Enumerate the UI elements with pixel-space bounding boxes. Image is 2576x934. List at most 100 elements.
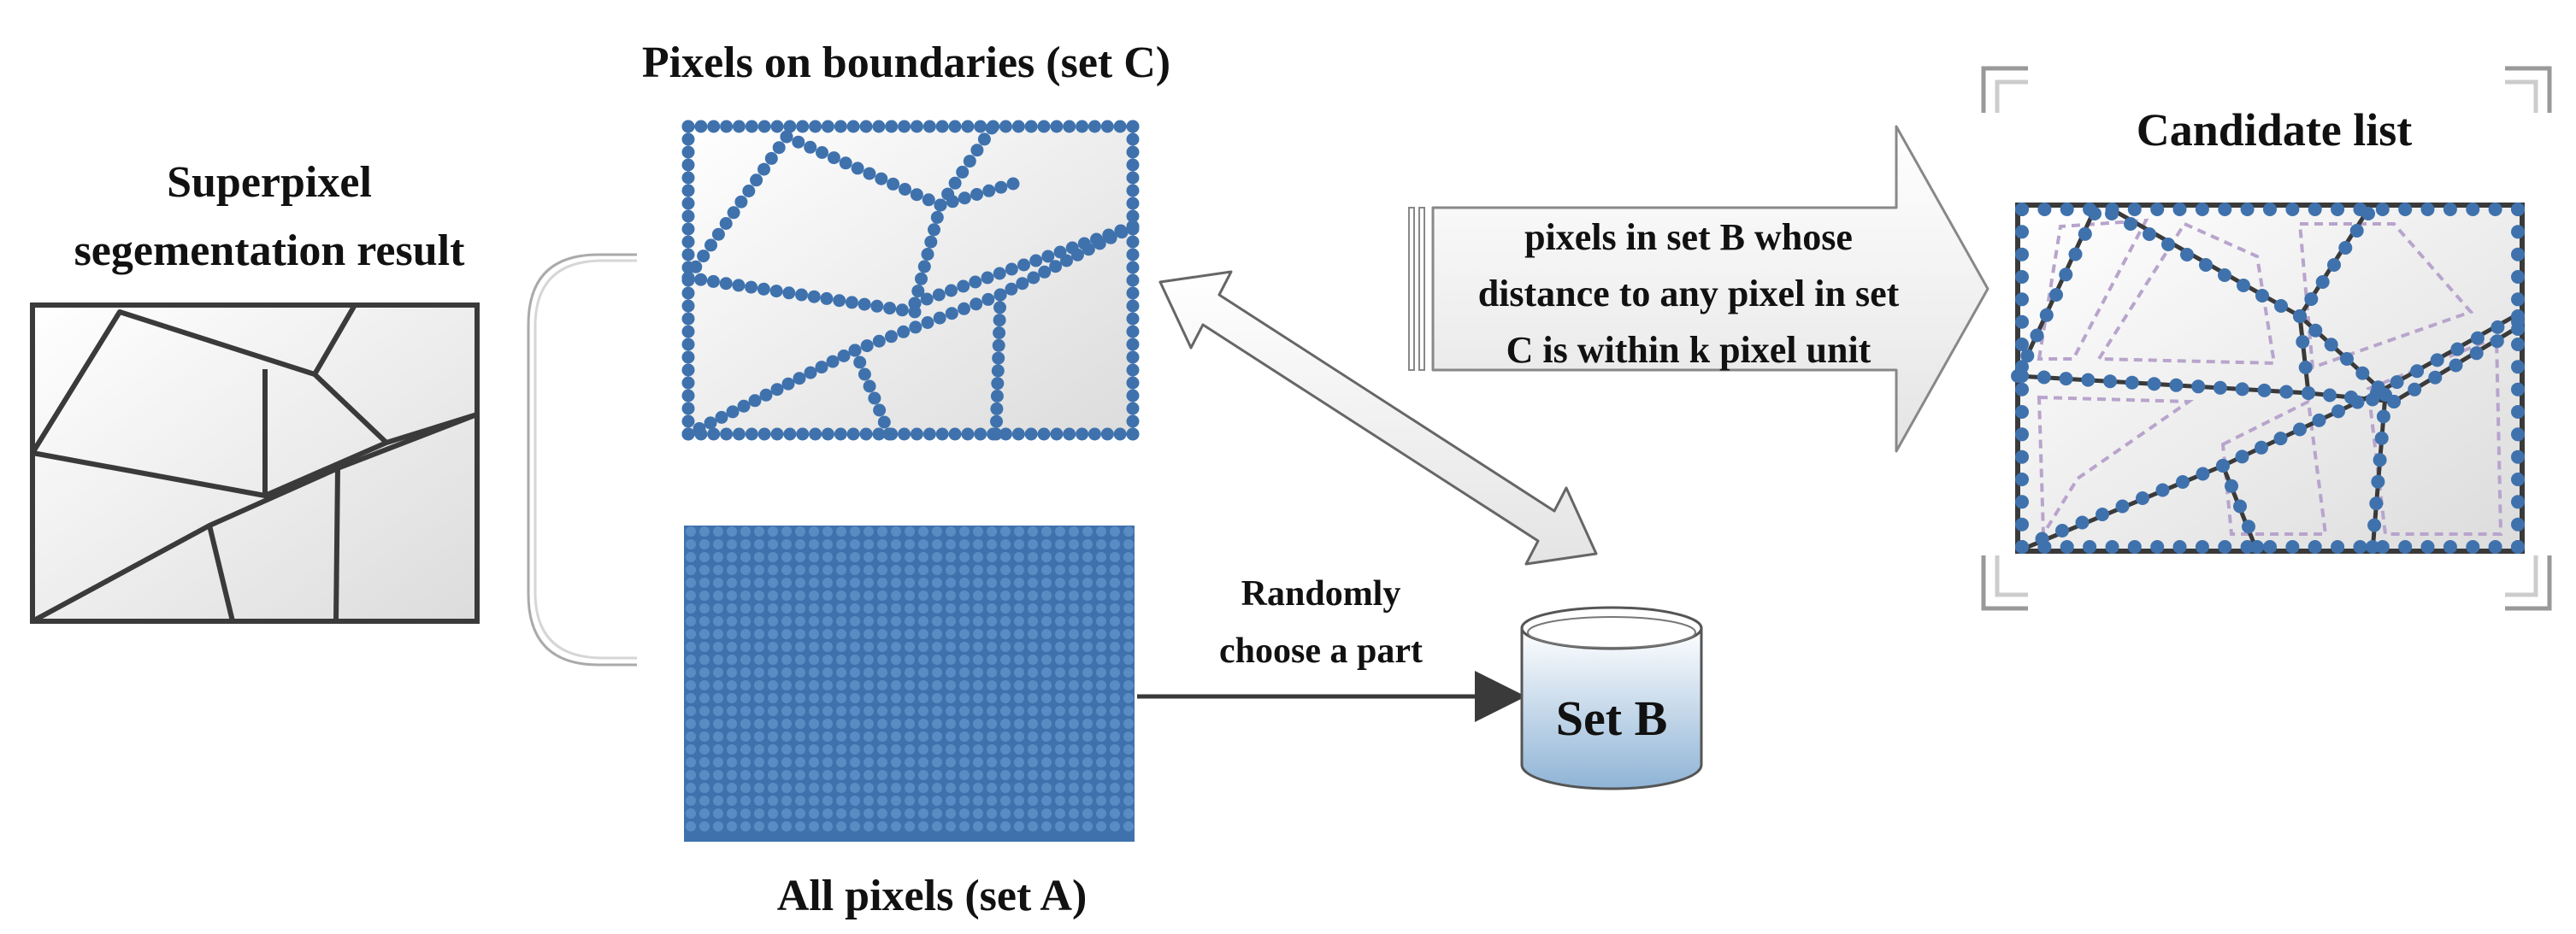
boundary-pixel-dot: [681, 184, 695, 197]
grid-pixel-dot: [1069, 731, 1079, 742]
grid-pixel-dot: [932, 693, 942, 703]
grid-pixel-dot: [1082, 629, 1093, 639]
candidate-pixel-dot: [2127, 540, 2142, 554]
boundary-pixel-dot: [792, 135, 805, 149]
grid-pixel-dot: [1123, 706, 1134, 716]
boundary-pixel-dot: [1050, 427, 1064, 441]
grid-pixel-dot: [1014, 744, 1024, 755]
boundary-pixel-dot: [1076, 120, 1089, 133]
grid-pixel-dot: [1082, 731, 1093, 742]
grid-pixel-dot: [727, 590, 737, 601]
boundary-pixel-dot: [974, 427, 987, 441]
grid-pixel-dot: [850, 642, 860, 652]
grid-pixel-dot: [727, 578, 737, 588]
boundary-pixel-dot: [1126, 132, 1140, 146]
boundary-pixel-dot: [681, 363, 695, 377]
grid-pixel-dot: [836, 744, 846, 755]
candidate-pixel-dot: [2293, 309, 2307, 323]
candidate-pixel-dot: [2469, 346, 2484, 361]
grid-pixel-dot: [1110, 642, 1120, 652]
grid-pixel-dot: [699, 770, 710, 780]
candidate-pixel-dot: [2083, 540, 2097, 554]
boundary-pixel-dot: [970, 297, 983, 311]
grid-pixel-dot: [1110, 706, 1120, 716]
grid-pixel-dot: [1069, 565, 1079, 575]
boundary-pixel-dot: [920, 292, 934, 306]
grid-pixel-dot: [877, 693, 887, 703]
grid-pixel-dot: [795, 642, 805, 652]
grid-pixel-dot: [1069, 578, 1079, 588]
grid-pixel-dot: [740, 744, 751, 755]
grid-pixel-dot: [905, 539, 915, 549]
boundary-pixel-dot: [757, 120, 771, 133]
candidate-pixel-dot: [2015, 338, 2029, 351]
boundary-pixel-dot: [706, 274, 720, 288]
grid-pixel-dot: [987, 526, 997, 537]
boundary-pixel-dot: [681, 350, 695, 364]
candidate-pixel-dot: [2293, 422, 2307, 437]
boundary-pixel-dot: [887, 177, 900, 191]
grid-pixel-dot: [795, 731, 805, 742]
grid-pixel-dot: [946, 603, 956, 614]
grid-pixel-dot: [1014, 693, 1024, 703]
boundary-pixel-dot: [681, 209, 695, 223]
set-a-title: All pixels (set A): [777, 872, 1088, 920]
grid-pixel-dot: [864, 706, 874, 716]
boundary-pixel-dot: [1126, 325, 1140, 338]
boundary-pixel-dot: [745, 427, 758, 441]
grid-pixel-dot: [1123, 565, 1134, 575]
grid-pixel-dot: [1014, 770, 1024, 780]
grid-pixel-dot: [1110, 539, 1120, 549]
grid-pixel-dot: [905, 655, 915, 665]
grid-pixel-dot: [1082, 821, 1093, 831]
grid-pixel-dot: [877, 706, 887, 716]
grid-pixel-dot: [864, 680, 874, 690]
grid-pixel-dot: [1028, 642, 1038, 652]
grid-pixel-dot: [822, 539, 833, 549]
grid-pixel-dot: [740, 693, 751, 703]
grid-pixel-dot: [1028, 706, 1038, 716]
grid-pixel-dot: [740, 578, 751, 588]
boundary-pixel-dot: [872, 334, 886, 348]
grid-pixel-dot: [1069, 770, 1079, 780]
candidate-pixel-dot: [2015, 369, 2029, 383]
boundary-pixel-dot: [917, 260, 931, 273]
grid-pixel-dot: [1041, 808, 1052, 819]
grid-pixel-dot: [1028, 719, 1038, 729]
boundary-pixel-dot: [1126, 220, 1140, 233]
set-c-panel: [681, 120, 1140, 441]
grid-pixel-dot: [1096, 783, 1106, 793]
grid-pixel-dot: [905, 783, 915, 793]
grid-pixel-dot: [864, 590, 874, 601]
candidate-pixel-dot: [2263, 540, 2277, 554]
grid-pixel-dot: [905, 706, 915, 716]
grid-pixel-dot: [1000, 808, 1011, 819]
grid-pixel-dot: [754, 642, 764, 652]
grid-pixel-dot: [1014, 642, 1024, 652]
grid-pixel-dot: [959, 565, 970, 575]
candidate-pixel-dot: [2257, 383, 2272, 397]
grid-pixel-dot: [822, 680, 833, 690]
grid-pixel-dot: [686, 603, 696, 614]
boundary-pixel-dot: [826, 355, 840, 368]
grid-pixel-dot: [727, 629, 737, 639]
boundary-pixel-dot: [707, 120, 721, 133]
grid-pixel-dot: [809, 667, 819, 678]
grid-pixel-dot: [918, 719, 928, 729]
boundary-pixel-dot: [1100, 427, 1114, 441]
candidate-pixel-dot: [2255, 289, 2269, 303]
grid-pixel-dot: [864, 744, 874, 755]
grid-pixel-dot: [959, 783, 970, 793]
grid-pixel-dot: [686, 808, 696, 819]
grid-pixel-dot: [754, 629, 764, 639]
candidate-pixel-dot: [2488, 540, 2502, 554]
boundary-pixel-dot: [981, 292, 995, 306]
grouping-bracket: [527, 253, 637, 667]
candidate-pixel-dot: [2015, 495, 2029, 509]
grid-pixel-dot: [809, 552, 819, 562]
grid-pixel-dot: [768, 603, 778, 614]
grid-pixel-dot: [768, 552, 778, 562]
grid-pixel-dot: [836, 693, 846, 703]
candidate-pixel-dot: [2218, 203, 2232, 216]
candidate-pixel-dot: [2340, 352, 2354, 366]
